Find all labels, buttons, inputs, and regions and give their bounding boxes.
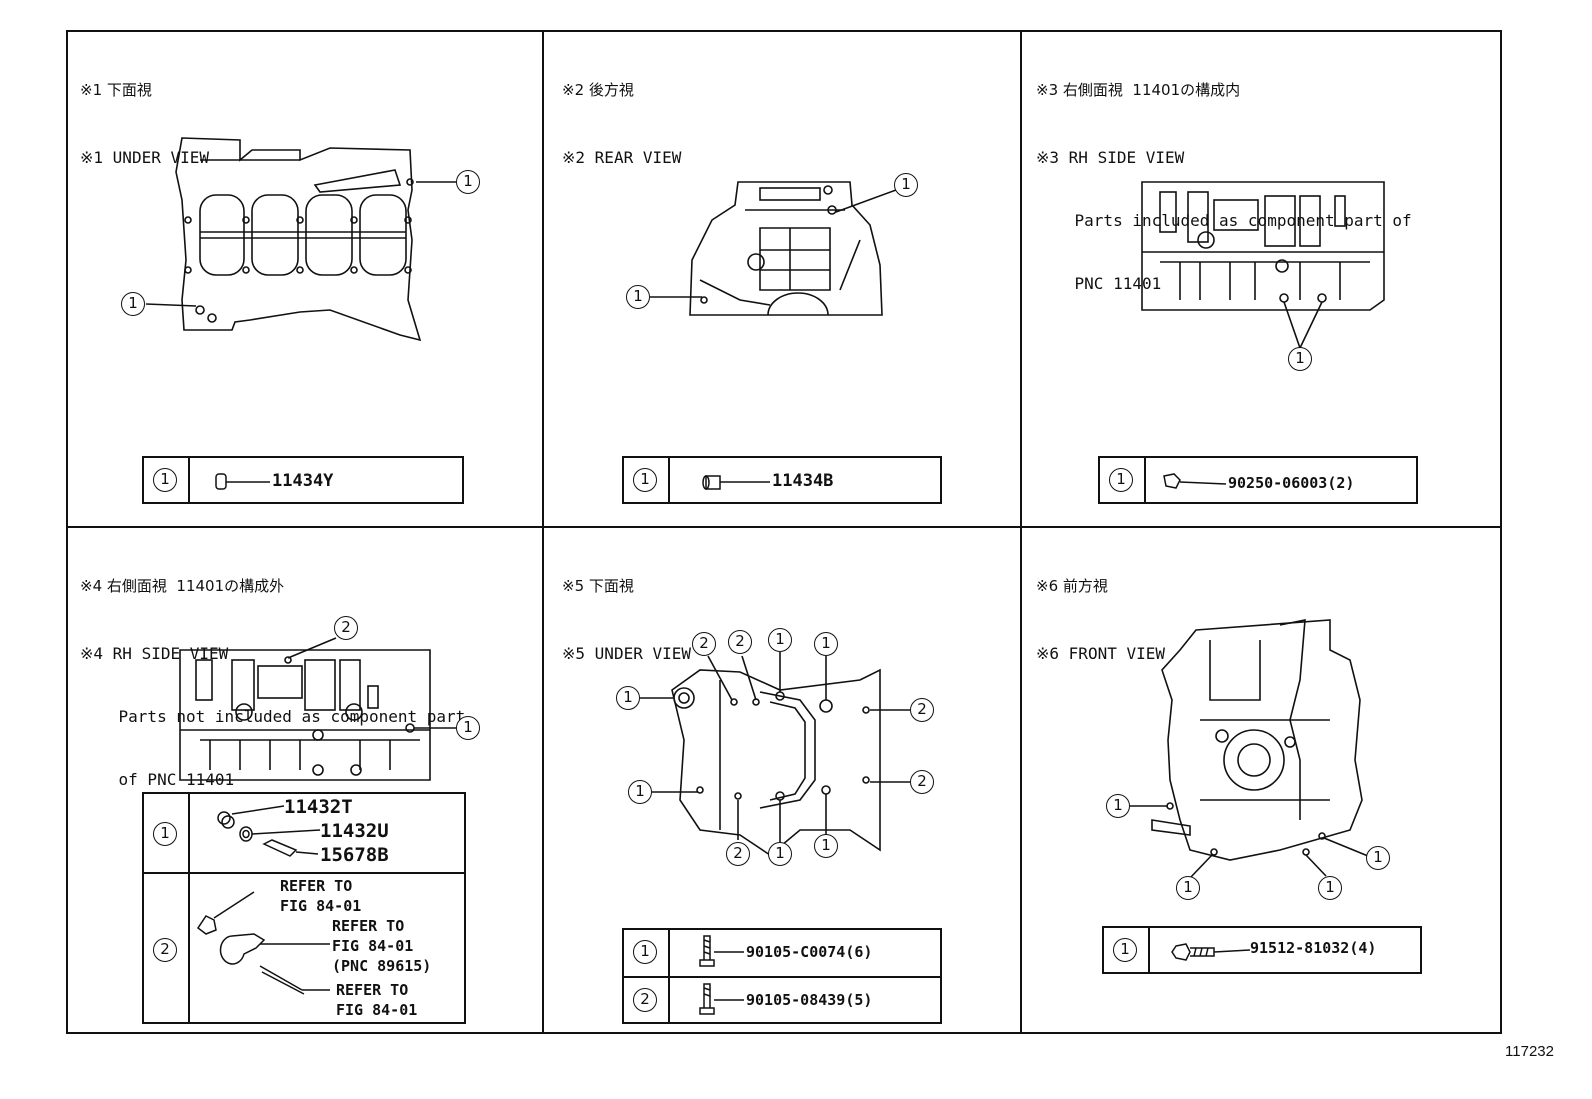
table-row-divider (624, 976, 940, 978)
panel-5-title-jp: ※5 下面視 (562, 577, 634, 595)
refer-to-fig-note: REFER TO FIG 84-01 (PNC 89615) (332, 917, 432, 975)
callout-1-marker: 1 (633, 468, 657, 492)
callout-1-marker: 1 (153, 468, 177, 492)
callout-1-marker: 1 (153, 822, 177, 846)
panel-5-parts-table: 1 2 90105-C0074(6) 90105-08439(5) (622, 928, 942, 1024)
callout-1-marker: 1 (894, 173, 918, 197)
panel-4-note: of PNC 11401 (80, 770, 235, 789)
callout-1-marker: 1 (1106, 794, 1130, 818)
panel-3-caption: ※3 右側面視 11401の構成内 ※3 RH SIDE VIEW Parts … (1036, 38, 1412, 315)
bolt-icon (1171, 943, 1251, 961)
panel-3-note: PNC 11401 (1036, 274, 1162, 293)
refer-to-fig-note: REFER TO FIG 84-01 (336, 981, 418, 1019)
panel-4-title-jp: ※4 右側面視 11401の構成外 (80, 577, 285, 595)
callout-2-marker: 2 (910, 770, 934, 794)
table-index-cell: 1 (144, 458, 190, 502)
panel-6-title-jp: ※6 前方視 (1036, 577, 1108, 595)
panel-6-title-en: ※6 FRONT VIEW (1036, 644, 1165, 663)
callout-1-marker: 1 (1288, 347, 1312, 371)
callout-2-marker: 2 (728, 630, 752, 654)
pin-icon (215, 473, 270, 490)
panel-6-caption: ※6 前方視 ※6 FRONT VIEW (1036, 534, 1165, 685)
callout-1-marker: 1 (616, 686, 640, 710)
part-number-90105-08439: 90105-08439(5) (746, 991, 873, 1009)
panel-2-title-en: ※2 REAR VIEW (562, 148, 682, 167)
panel-1-caption: ※1 下面視 ※1 UNDER VIEW (80, 38, 209, 189)
part-number-90105-C0074: 90105-C0074(6) (746, 943, 873, 961)
callout-2-marker: 2 (633, 988, 657, 1012)
panel-1-parts-table: 1 11434Y (142, 456, 464, 504)
divider-vertical-2 (1020, 30, 1022, 1034)
panel-3-title-jp: ※3 右側面視 11401の構成内 (1036, 81, 1241, 99)
callout-2-marker: 2 (692, 632, 716, 656)
panel-5-caption: ※5 下面視 ※5 UNDER VIEW (562, 534, 691, 685)
callout-2-marker: 2 (334, 616, 358, 640)
table-index-cell: 1 (1100, 458, 1146, 502)
plug-icon (1163, 473, 1227, 489)
panel-6-parts-table: 1 91512-81032(4) (1102, 926, 1422, 974)
callout-1-marker: 1 (121, 292, 145, 316)
panel-3-parts-table: 1 90250-06003(2) (1098, 456, 1418, 504)
part-number-91512-81032: 91512-81032(4) (1250, 939, 1377, 957)
dowel-pin-icon (702, 475, 770, 490)
callout-1-marker: 1 (814, 834, 838, 858)
panel-5-title-en: ※5 UNDER VIEW (562, 644, 691, 663)
callout-1-marker: 1 (814, 632, 838, 656)
table-row-divider (144, 872, 464, 874)
callout-1-marker: 1 (1318, 876, 1342, 900)
callout-1-marker: 1 (626, 285, 650, 309)
table-index-cell: 1 (1104, 928, 1150, 972)
callout-1-marker: 1 (456, 716, 480, 740)
divider-horizontal (66, 526, 1502, 528)
panel-4-note: Parts not included as component part (80, 707, 466, 726)
panel-4-parts-table: 1 2 11432T 11432U 15678B REFER TO FIG 84… (142, 792, 466, 1024)
panel-2-caption: ※2 後方視 ※2 REAR VIEW (562, 38, 681, 189)
callout-2-marker: 2 (726, 842, 750, 866)
callout-1-marker: 1 (768, 628, 792, 652)
panel-4-caption: ※4 右側面視 11401の構成外 ※4 RH SIDE VIEW Parts … (80, 534, 465, 811)
part-number-90250-06003: 90250-06003(2) (1228, 474, 1355, 492)
callout-1-marker: 1 (633, 940, 657, 964)
callout-1-marker: 1 (1176, 876, 1200, 900)
panel-2-parts-table: 1 11434B (622, 456, 942, 504)
part-number-11432U: 11432U (320, 820, 389, 842)
panel-1-title-jp: ※1 下面視 (80, 81, 152, 99)
divider-vertical-1 (542, 30, 544, 1034)
bolt-icons (699, 935, 744, 1015)
panel-3-title-en: ※3 RH SIDE VIEW (1036, 148, 1185, 167)
panel-2-title-jp: ※2 後方視 (562, 81, 634, 99)
table-index-cell: 1 2 (144, 794, 190, 1022)
callout-1-marker: 1 (628, 780, 652, 804)
callout-1-marker: 1 (456, 170, 480, 194)
panel-3-note: Parts included as component part of (1036, 211, 1412, 230)
callout-2-marker: 2 (153, 938, 177, 962)
diagram-frame (66, 30, 1502, 1034)
panel-4-title-en: ※4 RH SIDE VIEW (80, 644, 229, 663)
part-number-15678B: 15678B (320, 844, 389, 866)
callout-1-marker: 1 (1113, 938, 1137, 962)
figure-number: 117232 (1505, 1043, 1554, 1060)
callout-1-marker: 1 (768, 842, 792, 866)
part-number-11434B: 11434B (772, 471, 834, 491)
callout-2-marker: 2 (910, 698, 934, 722)
callout-1-marker: 1 (1109, 468, 1133, 492)
plug-washer-stud-icons (196, 805, 330, 995)
callout-1-marker: 1 (1366, 846, 1390, 870)
table-index-cell: 1 (624, 458, 670, 502)
part-number-11432T: 11432T (284, 796, 353, 818)
refer-to-fig-note: REFER TO FIG 84-01 (280, 877, 362, 915)
part-number-11434Y: 11434Y (272, 471, 334, 491)
